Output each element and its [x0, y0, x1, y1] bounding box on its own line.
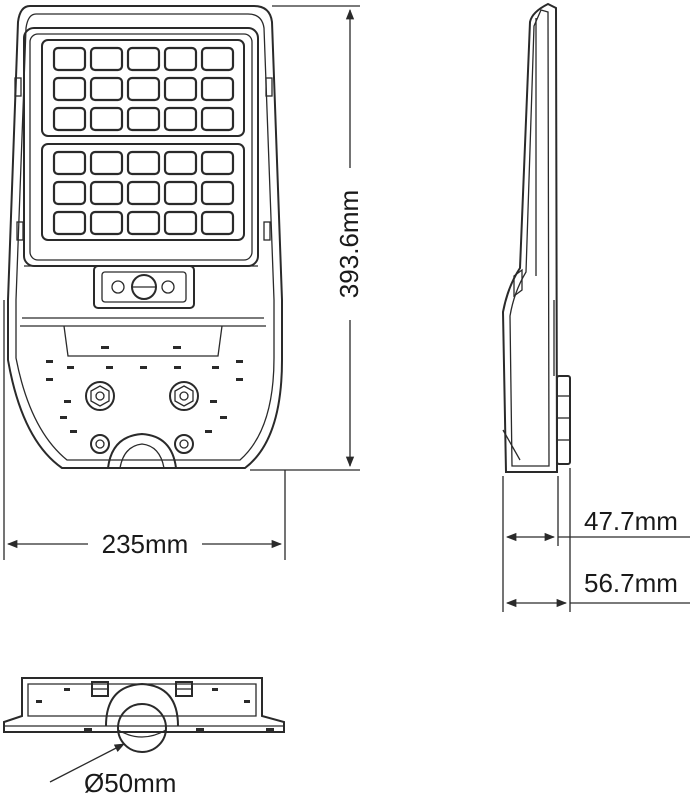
solar-cell: [89, 150, 124, 176]
housing-inner-outline: [15, 13, 275, 461]
pole-clamp-saddle: [107, 432, 177, 469]
depth-dimension-bracket: 47.7mm: [502, 476, 690, 612]
side-tab-right: [265, 77, 273, 97]
front-view: [7, 5, 283, 469]
bottom-view: [3, 677, 285, 753]
height-dimension: 393.6mm: [250, 5, 366, 471]
motion-sensor-window: [101, 271, 187, 303]
depth-dimension-total: 56.7mm: [505, 468, 690, 612]
housing-outline: [7, 5, 283, 469]
height-label: 393.6mm: [334, 190, 364, 298]
solar-cell: [52, 210, 87, 236]
solar-cell: [89, 76, 124, 102]
lens-cavity: [63, 325, 223, 357]
solar-cell: [52, 150, 87, 176]
solar-cell: [163, 46, 198, 72]
cable-gland-right-icon: [169, 381, 199, 411]
side-bracket: [556, 375, 571, 465]
solar-cells-lower: [52, 150, 235, 236]
solar-cell: [52, 76, 87, 102]
solar-cell: [126, 76, 161, 102]
pole-clamp-ring: [105, 682, 179, 727]
solar-panel-upper: [41, 39, 245, 137]
solar-cell: [126, 106, 161, 132]
side-profile-outer: [501, 2, 559, 473]
solar-cell: [200, 150, 235, 176]
solar-cell: [89, 210, 124, 236]
side-sensor-bump: [513, 268, 523, 298]
pole-circle: [117, 703, 167, 753]
solar-cell: [163, 210, 198, 236]
solar-cell: [200, 106, 235, 132]
pole-diameter-dimension: Ø50mm: [49, 743, 176, 798]
vent-marks: [46, 346, 243, 433]
solar-cell: [52, 46, 87, 72]
depth-total-label: 56.7mm: [584, 568, 678, 598]
cable-gland-left-icon: [85, 381, 115, 411]
side-chamfer: [502, 429, 521, 461]
solar-cell: [89, 46, 124, 72]
solar-cell: [163, 76, 198, 102]
solar-cell: [126, 180, 161, 206]
solar-panel-lower: [41, 143, 245, 241]
pole-shade: [117, 729, 167, 738]
solar-cell: [52, 180, 87, 206]
solar-panel-frame-inner: [29, 33, 253, 261]
solar-cell: [200, 46, 235, 72]
depth-bracket-label: 47.7mm: [584, 506, 678, 536]
solar-cell: [163, 106, 198, 132]
solar-cell: [163, 150, 198, 176]
solar-cell: [200, 76, 235, 102]
bottom-profile-outer: [3, 677, 285, 733]
bottom-profile-inner: [27, 683, 257, 717]
mount-bolt-right-icon: [174, 434, 194, 454]
solar-cell: [200, 210, 235, 236]
side-tab-left: [14, 77, 22, 97]
side-view: [501, 2, 571, 473]
width-label: 235mm: [102, 529, 189, 559]
solar-cells-upper: [52, 46, 235, 132]
motion-sensor-housing: [93, 265, 195, 309]
solar-cell: [163, 180, 198, 206]
solar-cell: [52, 106, 87, 132]
sensor-led-left-icon: [111, 280, 125, 294]
solar-cell: [126, 150, 161, 176]
solar-cell: [126, 46, 161, 72]
solar-cell: [89, 180, 124, 206]
pole-clamp-inner: [119, 443, 165, 469]
solar-cell: [200, 180, 235, 206]
bottom-marks: [36, 688, 274, 731]
solar-cell: [89, 106, 124, 132]
side-profile-inner: [509, 9, 550, 467]
side-tab-right-lower: [263, 221, 271, 241]
solar-cell: [126, 210, 161, 236]
sensor-led-right-icon: [161, 280, 175, 294]
mount-bolt-left-icon: [90, 434, 110, 454]
pole-diameter-label: Ø50mm: [84, 768, 176, 798]
width-dimension: 235mm: [3, 300, 286, 560]
